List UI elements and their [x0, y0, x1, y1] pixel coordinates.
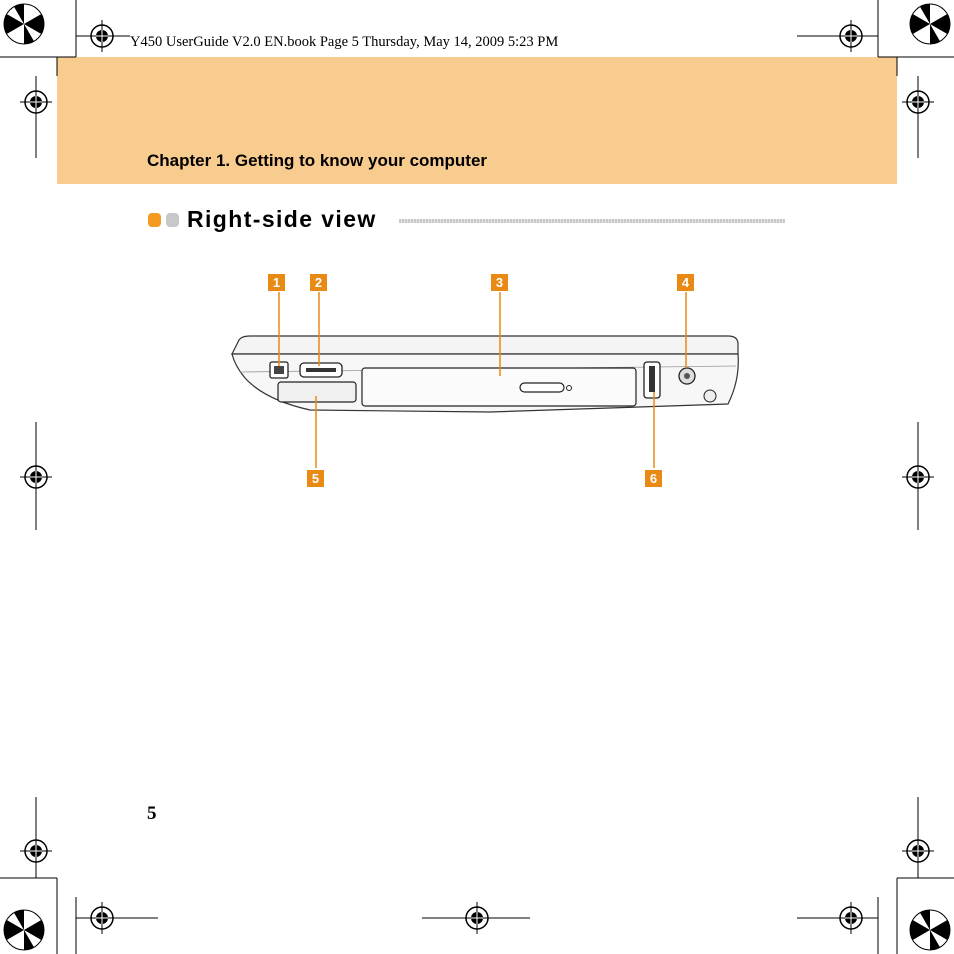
callout-3: 3: [491, 274, 508, 291]
callout-6-label: 6: [649, 471, 658, 486]
callout-4: 4: [677, 274, 694, 291]
callout-6: 6: [645, 470, 662, 487]
callout-2: 2: [310, 274, 327, 291]
section-rule: [399, 219, 785, 223]
memory-card-slot: [299, 362, 343, 378]
firewire-port: [269, 361, 289, 379]
callout-1-label: 1: [272, 275, 281, 290]
callout-5-label: 5: [311, 471, 320, 486]
chapter-title: Chapter 1. Getting to know your computer: [147, 151, 488, 170]
registration-mark-icon: [20, 20, 934, 934]
usb-icon: [643, 361, 661, 399]
callout-2-label: 2: [314, 275, 323, 290]
page-number: 5: [147, 803, 157, 824]
section-bullet-orange: [148, 213, 161, 227]
section-title: Right-side view: [187, 206, 377, 232]
book-info-line: Y450 UserGuide V2.0 EN.book Page 5 Thurs…: [130, 34, 559, 50]
callout-1: 1: [268, 274, 285, 291]
callout-5: 5: [307, 470, 324, 487]
callout-3-label: 3: [495, 275, 504, 290]
power-dc-in-icon: [678, 367, 696, 385]
laptop-right-side-illustration: [231, 335, 739, 413]
color-calibration-icon: [3, 3, 951, 951]
optical-drive: [361, 367, 637, 407]
section-bullet-grey: [166, 213, 179, 227]
expresscard-slot: [277, 381, 357, 403]
callout-4-label: 4: [681, 275, 690, 290]
chapter-header-band: [57, 57, 897, 184]
